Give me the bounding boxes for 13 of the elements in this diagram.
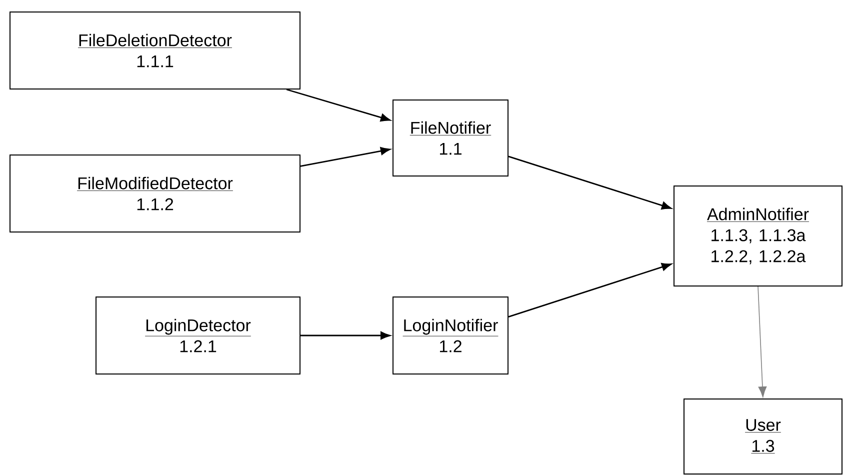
arrow [286,88,390,122]
class-box: User 1.3 [684,398,842,474]
class-box: LoginNotifier 1.2 [392,296,508,374]
class-box: AdminNotifier 1.1.3, 1.1.3a 1.2.2, 1.2.2a [674,186,842,286]
class-box: LoginDetector 1.2.1 [96,296,300,374]
class-box: FileModifiedDetector 1.1.2 [10,154,300,232]
arrow [508,263,672,318]
class-box: FileDeletionDetector 1.1.1 [10,12,300,90]
class-box: FileNotifier 1.1 [392,100,508,176]
arrow [300,332,390,340]
arrow [758,286,767,398]
arrow [300,147,390,167]
arrow [508,156,672,210]
